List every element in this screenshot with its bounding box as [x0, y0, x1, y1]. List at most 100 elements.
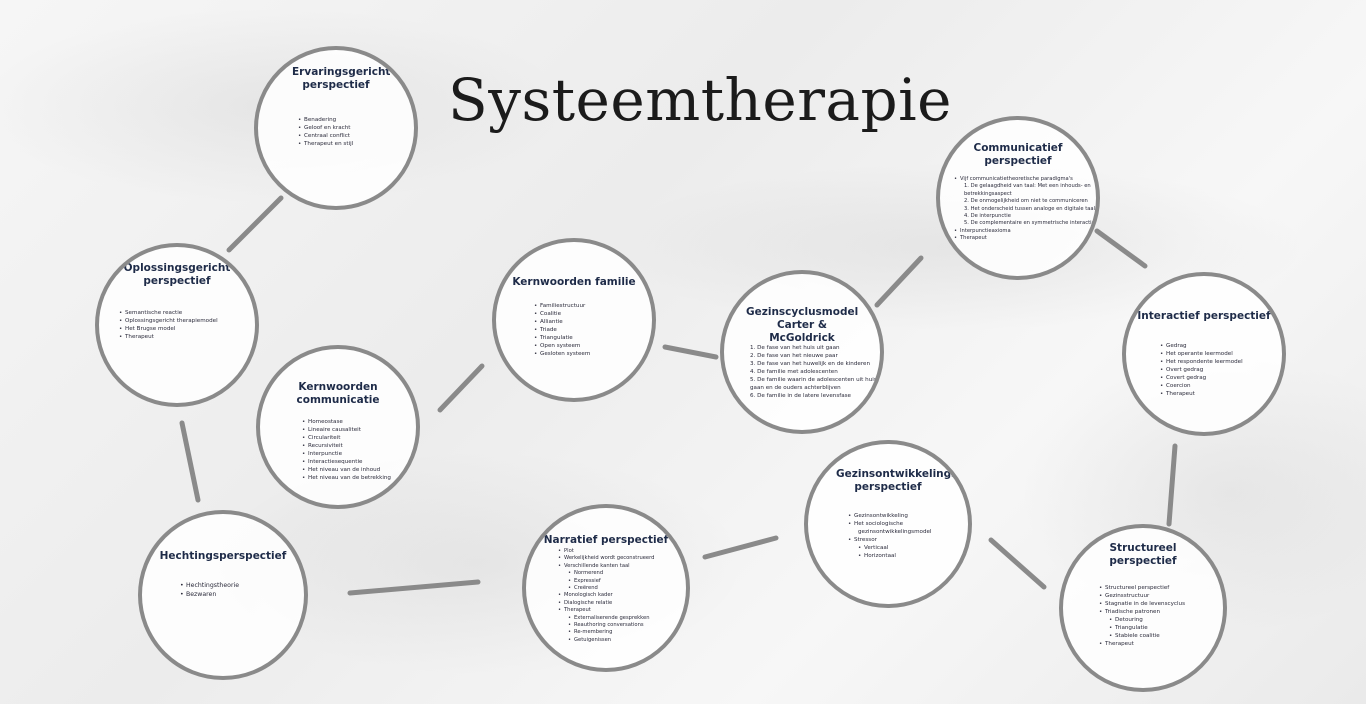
list-item: •Normerend	[568, 570, 604, 577]
connector-kernfamilie-gezinscyclus	[662, 344, 719, 360]
node-title: Gezinsontwikkelings-perspectief	[836, 468, 962, 493]
list-item: •Benadering	[298, 117, 337, 123]
list-item: •Gesloten systeem	[534, 351, 591, 357]
list-item: •Detouring	[1109, 617, 1143, 623]
list-item: •Hechtingstheorie	[180, 582, 240, 589]
list-item: •Therapeut	[558, 607, 591, 614]
list-item: •Gezinsstructuur	[1099, 593, 1150, 599]
node-title: Ervaringsgericht perspectief	[292, 66, 391, 91]
connector-kerncommunicatie-kernfamilie	[437, 363, 485, 413]
list-item: •Recursiviteit	[302, 443, 343, 449]
list-item: 2. De fase van het nieuwe paar	[750, 353, 838, 359]
list-item: •Plot	[558, 548, 574, 554]
list-item: •Gedrag	[1160, 343, 1187, 349]
list-item: 2. De onmogelijkheid om niet te communic…	[964, 198, 1088, 205]
list-item: 1. De gelaagdheid van taal: Met een inho…	[964, 183, 1091, 190]
list-item: •Interpunctie	[302, 451, 343, 457]
list-item: •Coalitie	[534, 311, 562, 317]
node-oplossingsgericht[interactable]: Oplossingsgericht perspectief •Semantisc…	[95, 243, 259, 407]
list-item: •Triade	[534, 327, 557, 333]
list-item: •Triangulatie	[1109, 625, 1148, 631]
node-list: •Benadering •Geloof en kracht •Centraal …	[298, 116, 353, 148]
list-item: •Reauthoring conversations	[568, 622, 644, 629]
connector-narratief-gezinsontwikkelings	[702, 535, 779, 560]
node-title: Oplossingsgericht perspectief	[123, 262, 231, 287]
node-narratief[interactable]: Narratief perspectief •Plot •Werkelijkhe…	[522, 504, 690, 672]
node-ervaringsgericht[interactable]: Ervaringsgericht perspectief •Benadering…	[254, 46, 418, 210]
list-item: gaan en de ouders achterblijven	[750, 385, 841, 391]
node-list: •Hechtingstheorie •Bezwaren	[180, 581, 239, 599]
list-item: •Therapeut en stijl	[298, 141, 354, 147]
list-item: •Verticaal	[858, 545, 889, 551]
list-item: •Het niveau van de betrekking	[302, 475, 391, 481]
list-item: •Monologisch kader	[558, 592, 613, 599]
list-item: •Triangulatie	[534, 335, 573, 341]
list-item: •Het sociologische	[848, 521, 904, 527]
list-item: •Bezwaren	[180, 591, 217, 598]
node-hechtingsperspectief[interactable]: Hechtingsperspectief •Hechtingstheorie •…	[138, 510, 308, 680]
list-item: •Circulariteit	[302, 435, 341, 441]
list-item: •Alliantie	[534, 319, 563, 325]
list-item: •Covert gedrag	[1160, 375, 1207, 381]
list-item: •Lineaire causaliteit	[302, 427, 361, 433]
node-list: •Homeostase •Lineaire causaliteit •Circu…	[302, 418, 391, 482]
list-item: gezinsontwikkelingsmodel	[858, 529, 932, 535]
node-title: Interactief perspectief	[1137, 310, 1271, 322]
list-item: 5. De complementaire en symmetrische int…	[964, 220, 1095, 227]
connector-interactief-structureel	[1166, 443, 1178, 527]
list-item: •Werkelijkheid wordt geconstrueerd	[558, 555, 655, 562]
list-item: •Creërend	[568, 585, 598, 592]
connector-communicatief-interactief	[1094, 228, 1148, 269]
list-item: •Het Brugse model	[119, 326, 176, 332]
list-item: •Externaliserende gesprekken	[568, 614, 650, 621]
list-item: betrekkingsaspect	[964, 190, 1012, 197]
list-item: •Stagnatie in de levenscyclus	[1099, 601, 1185, 607]
list-item: •Structureel perspectief	[1099, 585, 1170, 591]
list-item: •Het respondente leermodel	[1160, 359, 1243, 365]
node-title: Kernwoorden familie	[512, 276, 636, 288]
node-kernwoorden-communicatie[interactable]: Kernwoorden communicatie •Homeostase •Li…	[256, 345, 420, 509]
connector-hechtings-narratief	[347, 579, 481, 596]
list-item: •Therapeut	[1160, 391, 1195, 397]
node-communicatief[interactable]: Communicatief perspectief •Vijf communic…	[936, 116, 1100, 280]
node-structureel[interactable]: Structureel perspectief •Structureel per…	[1059, 524, 1227, 692]
node-list: •Familiestructuur •Coalitie •Alliantie •…	[534, 302, 590, 358]
connector-ervarings-oplossings	[226, 195, 284, 253]
list-item: •Dialogische relatie	[558, 599, 613, 606]
node-gezinscyclusmodel[interactable]: Gezinscyclusmodel Carter & McGoldrick 1.…	[720, 270, 884, 434]
list-item: •Interactiesequentie	[302, 459, 363, 465]
list-item: •Vijf communicatietheoretische paradigma…	[954, 176, 1073, 182]
list-item: •Het niveau van de inhoud	[302, 467, 381, 473]
list-item: •Stressor	[848, 537, 877, 543]
list-item: •Coercion	[1160, 383, 1191, 389]
list-item: •Homeostase	[302, 419, 343, 425]
list-item: 4. De interpunctie	[964, 213, 1011, 220]
page-title: Systeemtherapie	[447, 66, 952, 134]
node-list: •Gedrag •Het operante leermodel •Het res…	[1160, 342, 1243, 398]
list-item: •Gezinsontwikkeling	[848, 513, 908, 519]
node-title: Communicatief perspectief	[973, 142, 1063, 167]
node-title: Narratief perspectief	[543, 534, 669, 546]
list-item: •Therapeut	[1099, 641, 1134, 647]
list-item: •Getuigenissen	[568, 636, 612, 643]
node-title: Kernwoorden communicatie	[296, 381, 380, 406]
node-title: Hechtingsperspectief	[159, 550, 287, 562]
list-item: 4. De familie met adolescenten	[750, 369, 838, 375]
node-gezinsontwikkelings[interactable]: Gezinsontwikkelings-perspectief •Gezinso…	[804, 440, 972, 608]
list-item: •Oplossingsgericht therapiemodel	[119, 318, 218, 324]
list-item: •Re-membering	[568, 629, 613, 636]
list-item: •Interpunctieaxioma	[954, 227, 1011, 234]
node-title: Structureel perspectief	[1109, 542, 1177, 567]
node-kernwoorden-familie[interactable]: Kernwoorden familie •Familiestructuur •C…	[492, 238, 656, 402]
list-item: •Centraal conflict	[298, 133, 350, 139]
list-item: •Het operante leermodel	[1160, 351, 1233, 357]
node-title: Gezinscyclusmodel Carter & McGoldrick	[746, 306, 859, 344]
list-item: •Therapeut	[954, 235, 987, 242]
list-item: 6. De familie in de latere levensfase	[750, 393, 851, 399]
node-interactief[interactable]: Interactief perspectief •Gedrag •Het ope…	[1122, 272, 1286, 436]
list-item: 3. De fase van het huwelijk en de kinder…	[750, 361, 871, 367]
connector-gezinscyclus-communicatief	[874, 255, 924, 308]
list-item: •Overt gedrag	[1160, 367, 1204, 373]
list-item: •Verschillende kanten taal	[558, 562, 630, 569]
list-item: •Geloof en kracht	[298, 125, 351, 131]
